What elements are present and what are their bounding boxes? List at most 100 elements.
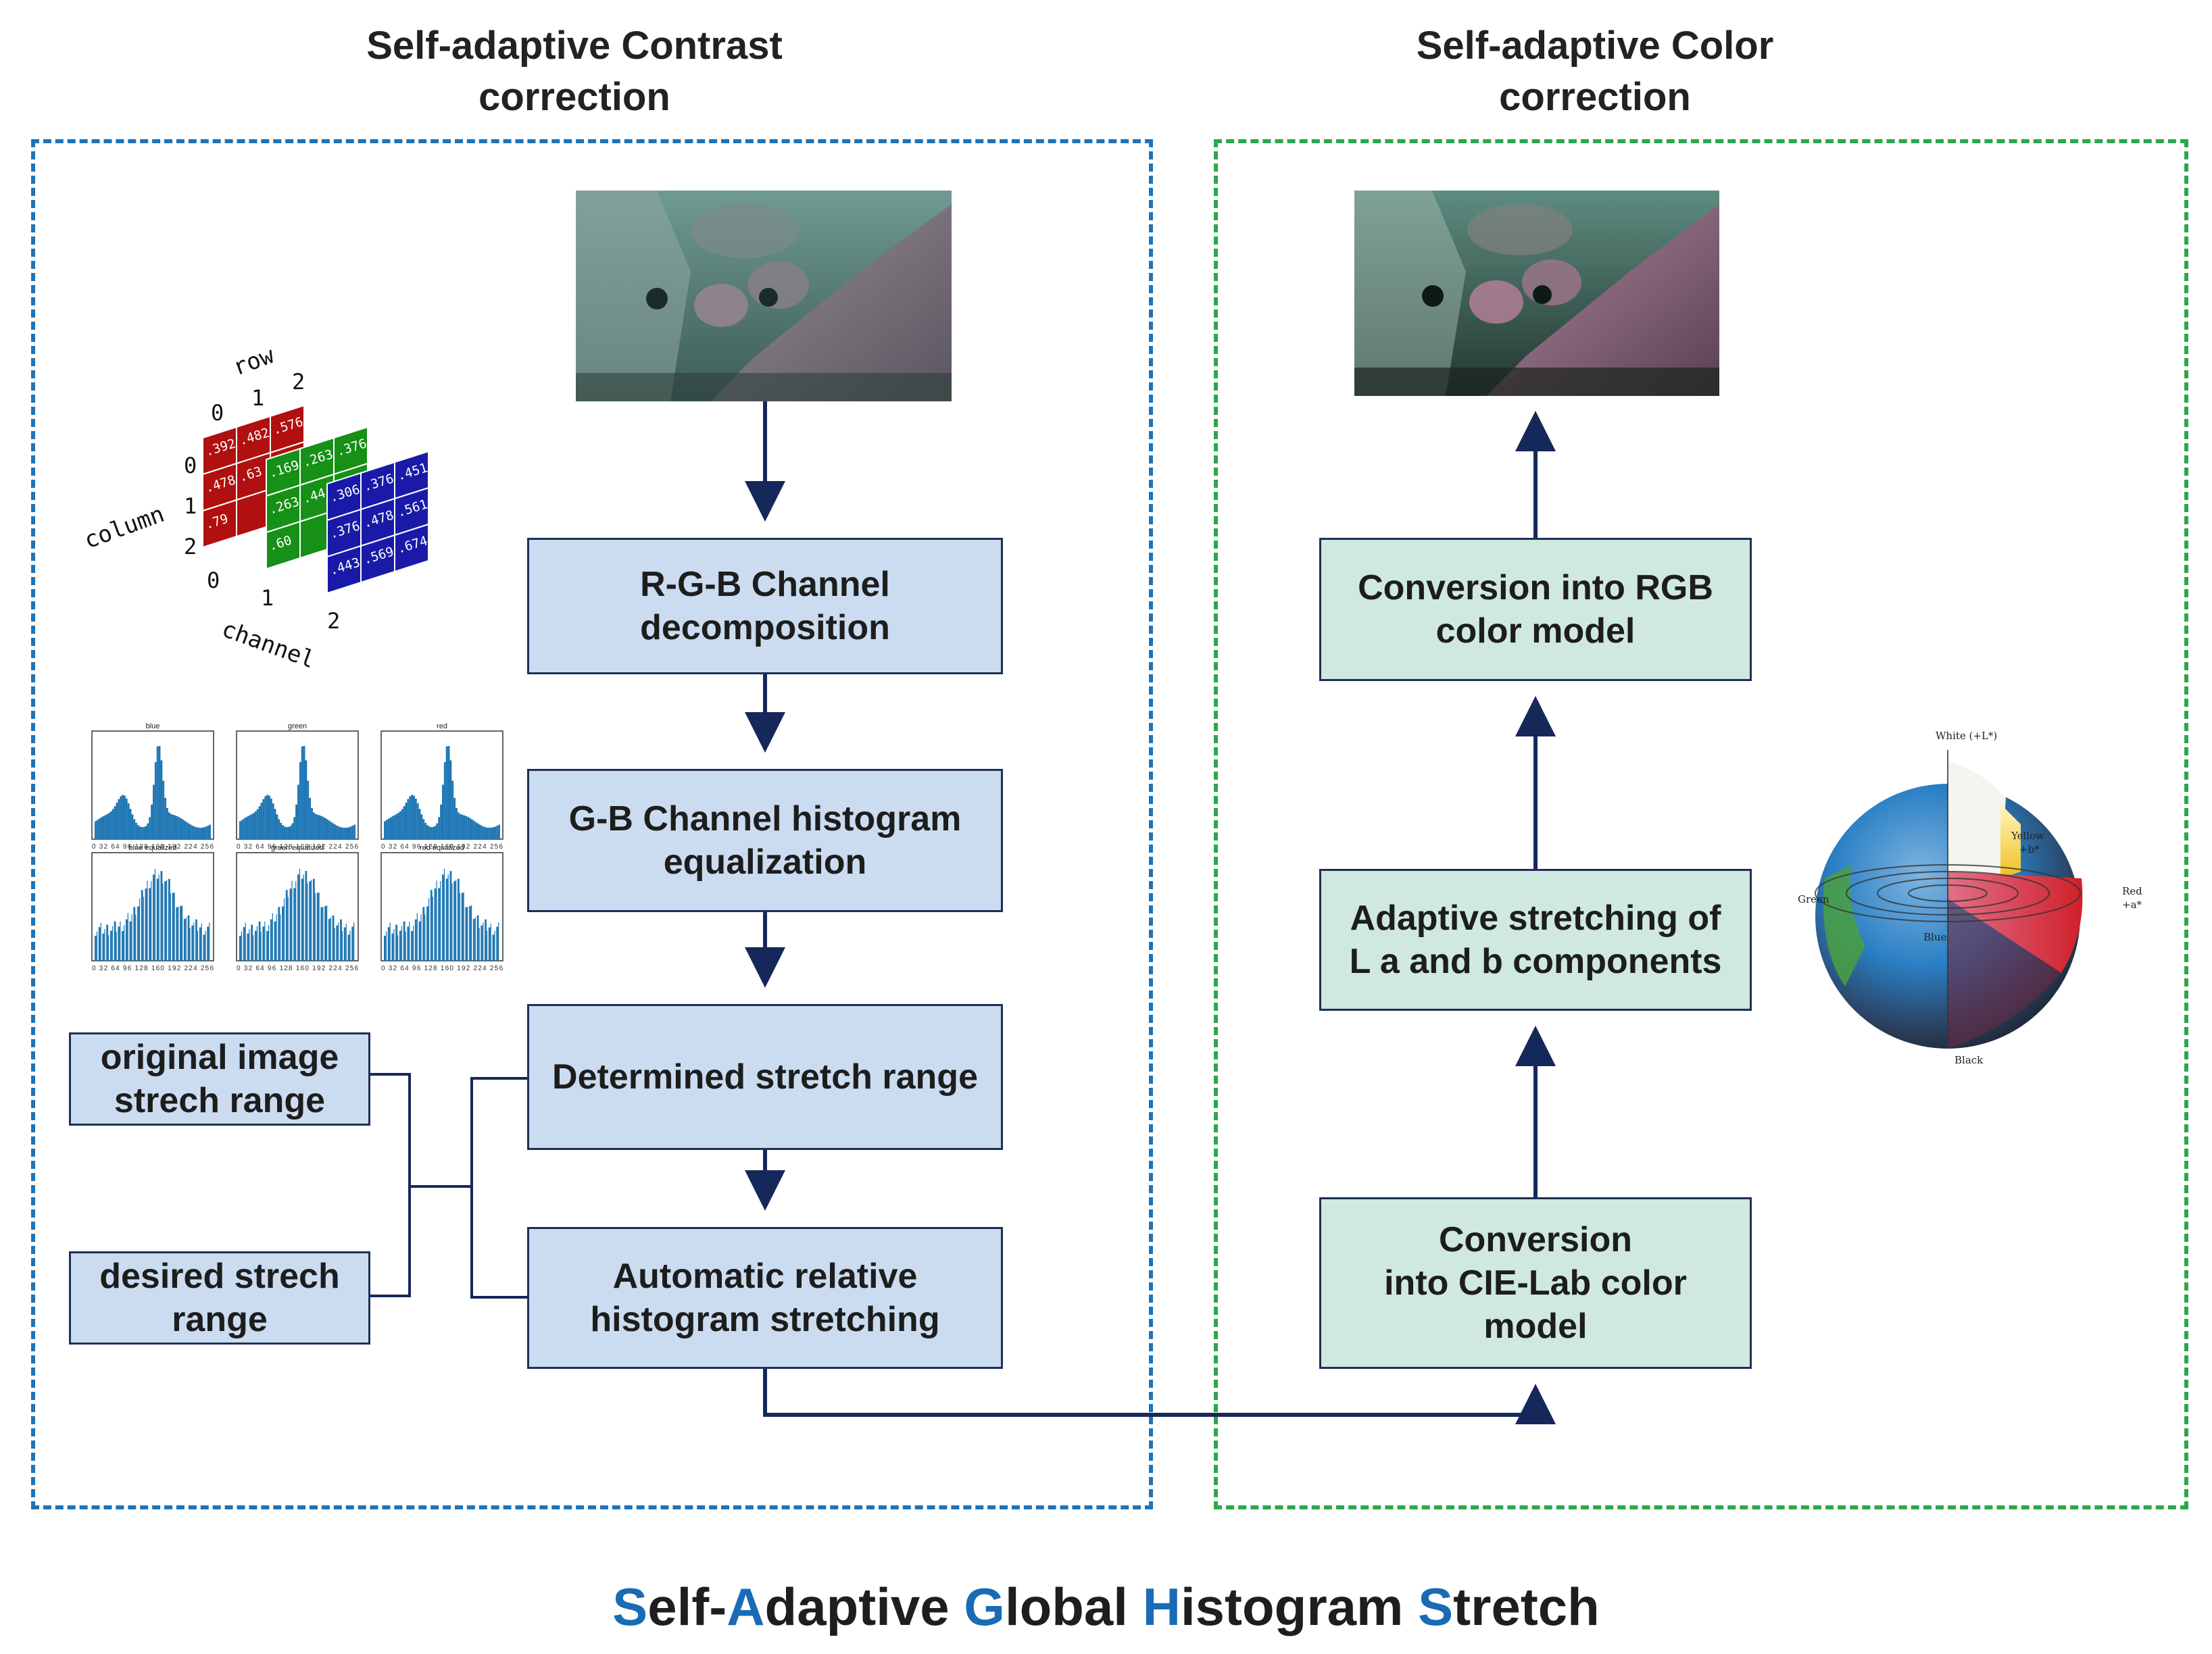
histogram-bar xyxy=(407,799,410,839)
histogram-bar xyxy=(118,926,120,961)
histogram-bar xyxy=(299,761,301,839)
lab-white-label: White (+L*) xyxy=(1936,730,1997,742)
histogram-bar xyxy=(492,827,495,839)
histogram-bar xyxy=(124,795,126,839)
histogram-bar xyxy=(258,806,261,839)
histogram-bar xyxy=(270,919,272,961)
histogram-bar xyxy=(135,914,137,961)
to-lab-box: Conversion into CIE-Lab color model xyxy=(1319,1197,1752,1369)
histogram-bar xyxy=(153,874,155,961)
histogram-bar xyxy=(311,807,313,839)
histogram-bar xyxy=(180,818,182,839)
histogram-bar xyxy=(467,817,470,839)
histogram-bar xyxy=(116,803,118,839)
histogram-bar xyxy=(247,933,249,961)
histogram-bar xyxy=(305,760,308,839)
histogram-bar xyxy=(397,935,399,961)
histogram-bar xyxy=(338,922,339,961)
histogram-bar xyxy=(472,919,475,961)
histogram-bar xyxy=(334,824,337,839)
histogram-bar xyxy=(120,796,122,839)
histogram-bar xyxy=(201,924,202,961)
histogram-ticks: 0 32 64 96 128 160 192 224 256 xyxy=(381,843,503,851)
histogram-bar xyxy=(270,798,272,839)
histogram-bar xyxy=(324,818,326,839)
histogram-bar xyxy=(260,803,263,839)
histogram-title: blue equalized xyxy=(129,844,177,852)
histogram-bar xyxy=(424,822,427,839)
histogram-bar xyxy=(297,874,299,961)
histogram-bar xyxy=(403,921,405,961)
histogram-bar xyxy=(465,816,468,839)
histogram-bar xyxy=(405,931,406,961)
histogram-bar xyxy=(253,813,255,839)
histogram-bar xyxy=(293,888,296,961)
stretch-range-box: Determined stretch range xyxy=(527,1004,1003,1150)
histogram-bar xyxy=(133,819,136,839)
histogram-bar xyxy=(264,921,266,961)
bottom-title-part: S xyxy=(1418,1577,1454,1636)
histogram-bar xyxy=(185,917,187,961)
histogram-bar xyxy=(447,746,450,839)
histogram-bar xyxy=(299,868,301,961)
histogram-bar xyxy=(100,817,103,839)
histogram-bar xyxy=(262,799,265,839)
diagram-bottom-title: Self-Adaptive Global Histogram Stretch xyxy=(0,1573,2212,1640)
histogram-bar xyxy=(114,921,116,961)
histogram-bar xyxy=(391,933,394,961)
histogram-bar xyxy=(303,746,305,839)
histogram-bar xyxy=(297,784,299,839)
histogram-bar xyxy=(324,906,326,961)
histogram-bar xyxy=(424,914,426,961)
histogram-bar xyxy=(197,930,199,961)
histogram-bar xyxy=(418,809,421,839)
histogram-bar xyxy=(442,874,444,961)
histogram-bar xyxy=(387,818,390,839)
lab-black-label: Black xyxy=(1955,1054,1984,1066)
histogram-bar xyxy=(494,930,495,961)
histogram-bar xyxy=(476,823,479,839)
histogram-bar xyxy=(102,933,105,961)
histogram-title: red equalized xyxy=(420,844,464,852)
original-range-box: original image strech range xyxy=(69,1032,370,1126)
histogram-bar xyxy=(289,826,292,839)
histogram-bar xyxy=(436,880,437,961)
histogram-bar xyxy=(153,784,155,839)
histogram-bar xyxy=(285,827,288,839)
histogram-bar xyxy=(158,746,161,839)
histogram-bar xyxy=(451,780,454,839)
histogram-bar xyxy=(343,828,346,839)
histogram-bar xyxy=(137,906,139,961)
histogram-bar xyxy=(193,826,196,839)
histogram-bar xyxy=(418,921,421,961)
histogram-bar xyxy=(243,818,245,839)
histogram-bar xyxy=(485,919,487,961)
histogram-bar xyxy=(133,907,136,961)
histogram-bar xyxy=(139,898,141,961)
histogram-bar xyxy=(409,921,410,961)
histogram-bar xyxy=(472,820,475,839)
histogram-bar xyxy=(385,931,387,961)
histogram-bar xyxy=(139,826,141,839)
histogram-bar xyxy=(143,897,144,961)
histogram-bar xyxy=(430,827,433,839)
histogram-bar xyxy=(414,798,417,839)
histogram-bar xyxy=(183,919,186,961)
histogram-bar xyxy=(112,809,114,839)
histogram-bar xyxy=(96,820,99,839)
histogram-bar xyxy=(387,927,390,961)
histogram-bar xyxy=(147,823,149,839)
histogram-bar xyxy=(301,878,303,961)
histogram-bar xyxy=(258,921,261,961)
histogram-bar xyxy=(254,811,257,839)
histogram-bar xyxy=(316,814,319,839)
histogram-bar xyxy=(401,809,403,839)
histogram-bar xyxy=(135,822,138,839)
histogram-bar xyxy=(168,812,170,839)
bottom-title-part: S xyxy=(612,1577,648,1636)
histogram-bar xyxy=(447,874,449,961)
histogram-bar xyxy=(114,806,116,839)
to-rgb-box: Conversion into RGB color model xyxy=(1319,538,1752,681)
histogram-bar xyxy=(189,928,191,961)
histogram-bar xyxy=(195,919,197,961)
